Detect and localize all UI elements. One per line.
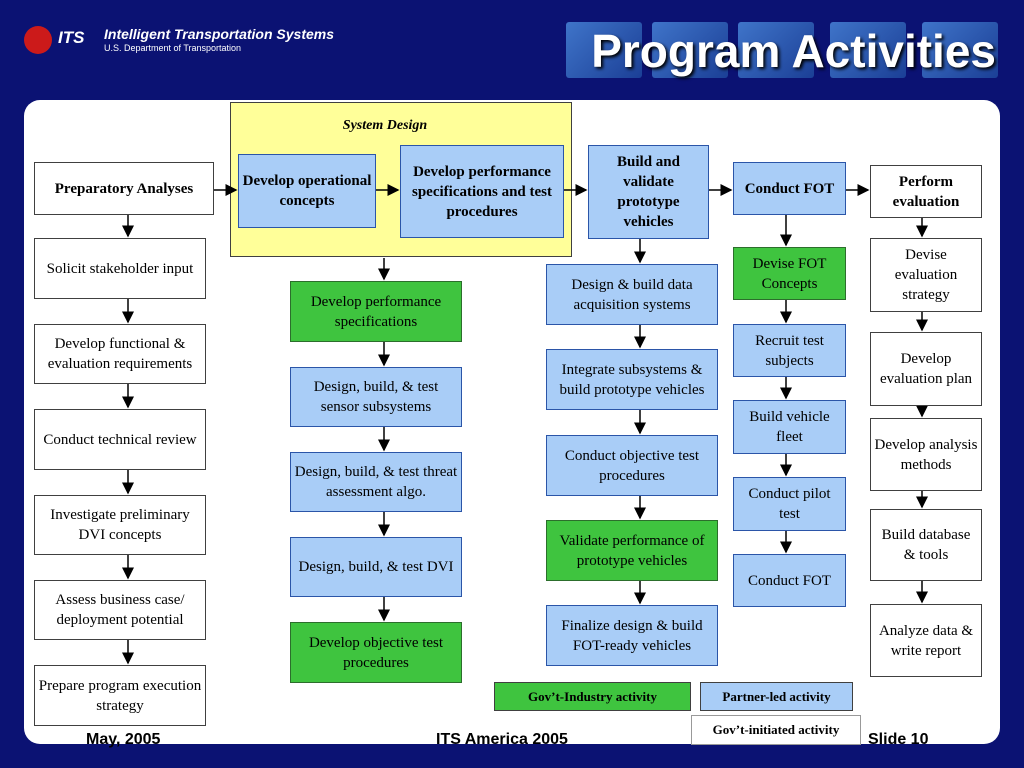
legend-gov-industry: Gov’t-Industry activity: [494, 682, 691, 711]
col2-item: Design, build, & test threat assessment …: [290, 452, 462, 512]
its-logo-icon: [24, 26, 52, 54]
col5-item: Analyze data & write report: [870, 604, 982, 677]
col5-item: Build database & tools: [870, 509, 982, 581]
col4-item: Recruit test subjects: [733, 324, 846, 377]
org-subtitle: U.S. Department of Transportation: [104, 43, 242, 53]
col4-item: Conduct pilot test: [733, 477, 846, 531]
col2-item: Design, build, & test DVI: [290, 537, 462, 597]
footer-date: May, 2005: [86, 731, 161, 748]
col1-item: Develop functional & evaluation requirem…: [34, 324, 206, 384]
develop-operational-concepts-box: Develop operational concepts: [238, 154, 376, 228]
header-image-tile: [830, 22, 906, 78]
col2-item: Develop performance specifications: [290, 281, 462, 342]
perform-evaluation-box: Perform evaluation: [870, 165, 982, 218]
footer-slide-number: Slide 10: [868, 731, 929, 748]
col5-item: Develop evaluation plan: [870, 332, 982, 406]
col1-item: Prepare program execution strategy: [34, 665, 206, 726]
col1-item: Investigate preliminary DVI concepts: [34, 495, 206, 555]
header-image-tile: [652, 22, 728, 78]
system-design-label: System Design: [342, 118, 428, 133]
col4-item: Conduct FOT: [733, 554, 846, 607]
conduct-fot-header-box: Conduct FOT: [733, 162, 846, 215]
org-title: Intelligent Transportation Systems: [104, 26, 335, 42]
footer-event: ITS America 2005: [436, 731, 568, 748]
slide-title: Program Activities: [591, 25, 996, 77]
logo-text: ITS: [58, 28, 85, 47]
build-validate-prototype-box: Build and validate prototype vehicles: [588, 145, 709, 239]
col4-item: Build vehicle fleet: [733, 400, 846, 454]
col2-item: Develop objective test procedures: [290, 622, 462, 683]
col3-item: Conduct objective test procedures: [546, 435, 718, 496]
develop-performance-specs-box: Develop performance specifications and t…: [400, 145, 564, 238]
col1-item: Conduct technical review: [34, 409, 206, 470]
header-image-tile: [922, 22, 998, 78]
col3-item: Design & build data acquisition systems: [546, 264, 718, 325]
col3-item: Integrate subsystems & build prototype v…: [546, 349, 718, 410]
col5-item: Develop analysis methods: [870, 418, 982, 491]
col5-item: Devise evaluation strategy: [870, 238, 982, 312]
col2-item: Design, build, & test sensor subsystems: [290, 367, 462, 427]
legend-gov-initiated: Gov’t-initiated activity: [691, 715, 861, 745]
col4-item: Devise FOT Concepts: [733, 247, 846, 300]
preparatory-analyses-box: Preparatory Analyses: [34, 162, 214, 215]
legend-partner-led: Partner-led activity: [700, 682, 853, 711]
header-image-tile: [566, 22, 642, 78]
col1-item: Assess business case/ deployment potenti…: [34, 580, 206, 640]
header-image-tile: [738, 22, 814, 78]
col1-item: Solicit stakeholder input: [34, 238, 206, 299]
col3-item: Validate performance of prototype vehicl…: [546, 520, 718, 581]
col3-item: Finalize design & build FOT-ready vehicl…: [546, 605, 718, 666]
